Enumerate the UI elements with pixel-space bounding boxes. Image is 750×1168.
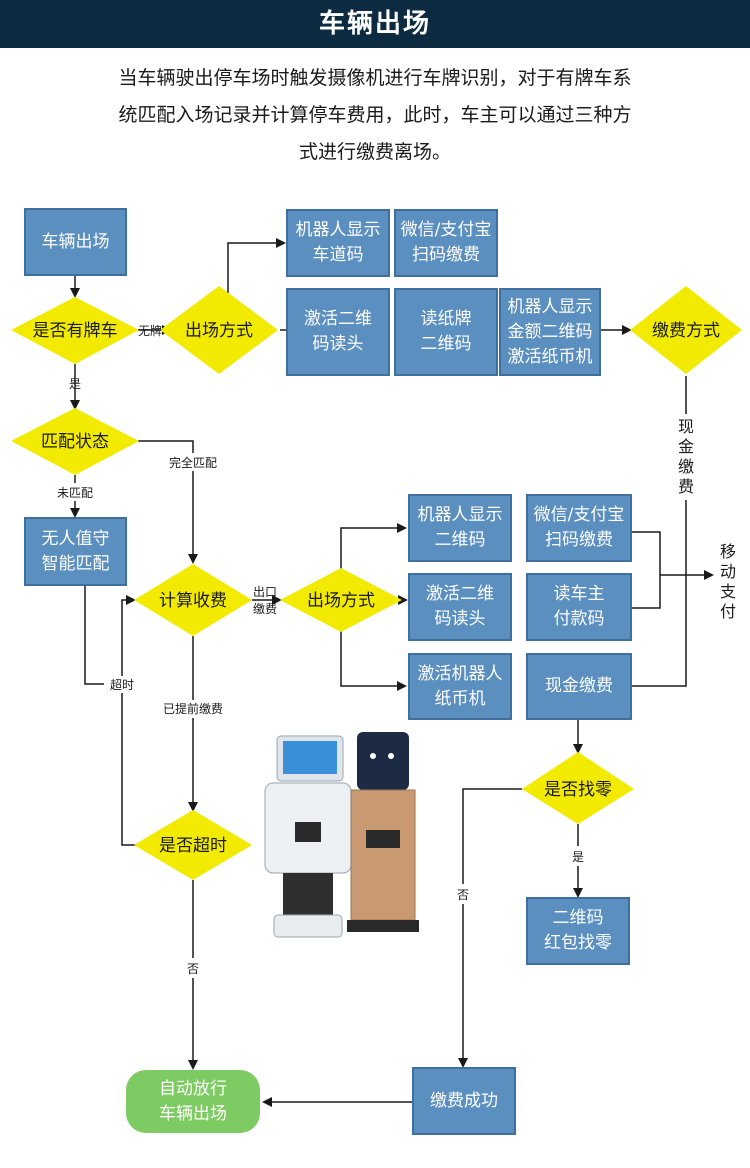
diamond-timeout-label: 是否超时 [159, 836, 227, 856]
intro-line-3: 式进行缴费离场。 [298, 141, 451, 163]
label-mobile-v-4: 付 [720, 602, 736, 621]
label-timeout-no: 否 [187, 962, 199, 976]
edge-timeout-back-to-calc [121, 595, 136, 684]
box-read-paper: 读纸牌 二维码 [394, 288, 498, 376]
box-unattended: 无人值守 智能匹配 [24, 517, 127, 586]
box-pay-success: 缴费成功 [412, 1067, 516, 1135]
edge-match-full [138, 440, 198, 564]
box-activate-cash: 激活机器人 纸币机 [408, 653, 512, 720]
box-qr-change: 二维码 红包找零 [526, 897, 630, 965]
box-robot-qr: 机器人显示 二维码 [408, 494, 512, 562]
diamond-exit-method-2-label: 出场方式 [307, 591, 375, 611]
edge-exit2-to-robot-qr [340, 523, 407, 570]
label-exit-pay-1: 出口 [253, 585, 277, 599]
diamond-exit-method-1-label: 出场方式 [185, 321, 253, 341]
header-bar [0, 0, 750, 48]
diamond-pay-method-label: 缴费方式 [652, 321, 720, 341]
diamond-need-change [522, 752, 634, 824]
box-exit-start: 车辆出场 [24, 208, 127, 276]
diamond-match-status-label: 匹配状态 [41, 432, 109, 452]
edge-exit1-to-robot-lane [227, 238, 286, 295]
page-title: 车辆出场 [318, 9, 431, 39]
label-cash-v-4: 费 [678, 477, 694, 496]
label-exit-pay-2: 缴费 [253, 601, 277, 616]
box-activate-qr-2: 激活二维 码读头 [408, 573, 512, 641]
label-no-match: 未匹配 [57, 486, 93, 500]
edge-unattended-timeout-loop [84, 586, 145, 846]
edge-wechat2-to-mobile [632, 531, 661, 575]
diamond-timeout [134, 810, 252, 880]
diamond-exit-method-1 [160, 286, 278, 374]
diamond-calc-fee [134, 564, 252, 636]
label-change-yes: 是 [572, 850, 584, 864]
label-prepaid: 已提前缴费 [163, 701, 223, 716]
label-mobile-v-2: 动 [720, 562, 736, 581]
diamond-has-plate-label: 是否有牌车 [33, 321, 118, 341]
label-change-no: 否 [457, 888, 469, 902]
box-read-owner: 读车主 付款码 [526, 573, 632, 641]
diamond-need-change-label: 是否找零 [544, 780, 612, 800]
label-mobile-v-1: 移 [720, 542, 736, 561]
box-wechat-alipay-2: 微信/支付宝 扫码缴费 [526, 494, 632, 562]
label-cash-v-3: 缴 [678, 457, 694, 476]
diamond-has-plate [11, 297, 139, 364]
label-cash-v-1: 现 [678, 417, 694, 436]
edge-change-no [458, 788, 522, 1068]
label-plate-yes: 是 [69, 377, 81, 391]
box-robot-lane-code: 机器人显示 车道码 [286, 209, 390, 277]
box-wechat-alipay-1: 微信/支付宝 扫码缴费 [394, 209, 498, 277]
intro-line-2: 统匹配入场记录并计算停车费用，此时，车主可以通过三种方 [118, 104, 632, 126]
label-overtime: 超时 [110, 677, 134, 692]
diamond-match-status [11, 408, 139, 475]
label-cash-v-2: 金 [678, 437, 694, 456]
box-robot-amount: 机器人显示 金额二维码 激活纸币机 [499, 288, 601, 376]
diamond-exit-method-2 [280, 568, 402, 632]
diamond-pay-method [630, 286, 742, 374]
intro-paragraph: 当车辆驶出停车场时触发摄像机进行车牌识别，对于有牌车系 统匹配入场记录并计算停车… [55, 60, 695, 171]
box-auto-release: 自动放行 车辆出场 [126, 1070, 260, 1133]
box-activate-qr-1: 激活二维 码读头 [286, 288, 390, 376]
kiosk-robots-illustration [264, 732, 419, 938]
diamond-calc-fee-label: 计算收费 [159, 591, 227, 611]
label-full-match: 完全匹配 [169, 455, 217, 470]
label-no-plate: 无牌 [138, 324, 162, 338]
label-mobile-v-3: 支 [720, 582, 736, 601]
box-cash-pay: 现金缴费 [526, 653, 632, 720]
edge-read-owner-to-mobile [632, 575, 661, 609]
edge-exit2-to-activate-cash [340, 630, 407, 691]
intro-line-1: 当车辆驶出停车场时触发摄像机进行车牌识别，对于有牌车系 [118, 67, 632, 89]
